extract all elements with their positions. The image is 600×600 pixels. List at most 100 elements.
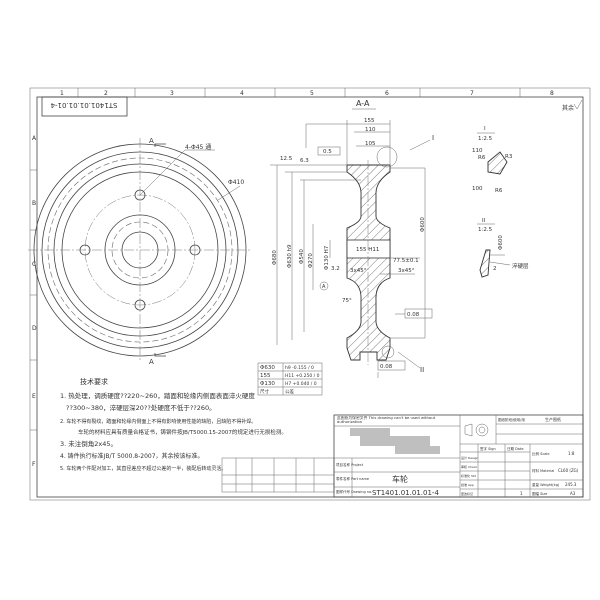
drawing-label: 1 [520,491,523,496]
drawing-label: 245.3 [565,482,577,487]
drawing-label: ??300~380，淬硬层深20??处硬度不低于??260。 [66,403,216,412]
drawing-label: 110 [365,127,376,133]
drawing-label: 155 [364,118,375,124]
drawing-label: 110 [472,148,483,154]
drawing-label: 77.5±0.1 [393,258,419,264]
zone-label: C [32,261,36,268]
drawing-label: Φ130 H7 [324,245,330,270]
front-view: A A 4-Φ45 通 Φ410 [28,137,252,366]
drawing-label: 105 [365,141,376,147]
drawing-label: h9 -0.155 / 0 [285,365,314,371]
drawing-label: Φ410 [228,179,244,186]
drawing-label: 0.5 [323,149,332,155]
drawing-label: 3x45° [350,268,367,274]
drawing-label: 图幅 Size [532,491,547,496]
drawing-label: 比例 Scale [532,451,550,456]
confidential-note-box: 此图纸为保密文件 This drawing can't be used with… [337,415,436,425]
drawing-label: 图纸阶段/使用/用 [498,417,525,422]
drawing-label: 4. 铸件执行标准JB/T 5000.8-2007，其余按该标准。 [60,452,204,460]
drawing-label: 100 [472,186,483,192]
drawing-label: 设计 Design [461,455,478,460]
drawing-label: H11 +0.250 / 0 [285,373,320,379]
revision-grid [221,457,335,493]
drawing-number-stamp: ST1401.01.01.01-4 [41,96,128,117]
drawing-label: 日期 Date [507,446,523,451]
section-view-a-a: A-A 155 110 105 0.5 12.5 6.3 3. [270,99,434,378]
drawing-label: Φ270 [308,253,314,268]
roughness-note: 其余 [562,99,583,112]
drawing-label: ST1401.01.01.01-4 [50,101,117,109]
zone-label: F [32,461,36,468]
drawing-label: 155 H11 [356,247,379,253]
zone-label: 1 [60,90,64,97]
zone-label: 2 [104,90,108,97]
drawing-label: 公差 [285,388,294,395]
drawing-label: 0.08 [380,364,393,370]
zone-label: D [32,325,37,332]
drawing-label: 技术要求 [80,377,108,386]
drawing-label: 6.3 [300,158,309,164]
drawing-label: Φ630 [260,365,275,371]
drawing-label: I [484,126,486,132]
drawing-label: 75° [342,298,352,304]
drawing-label: 1:8 [568,451,575,456]
drawing-label: 批准 App [461,482,474,487]
drawing-label: 零件名称 Part name [336,476,369,481]
projection-symbol-icon [464,423,489,437]
zone-label: 4 [240,90,244,97]
drawing-label: CL60 (ZG) [558,468,579,473]
drawing-label: 1:2.5 [478,227,493,233]
drawing-label: 2 [493,266,497,272]
drawing-label: 1. 热处理，调质硬度??220~260，踏面和轮缘内侧面表面淬火硬度 [60,391,255,400]
drawing-label: ST1401.01.01.01-4 [372,489,439,497]
drawing-label: Φ600 [498,235,504,250]
drawing-label: H7 +0.040 / 0 [285,381,317,387]
drawing-label: 淬硬层 [512,262,529,270]
drawing-label: 生产图纸 [545,416,561,422]
drawing-label: I [432,134,434,142]
drawing-label: 2. 车轮不得有裂纹，踏面和轮缘内侧面上不得有影响使用性能的缺陷，且缺陷不得补焊… [60,418,256,425]
drawing-label: II [420,366,424,374]
drawing-label: 其余 [562,104,574,112]
drawing-label: 重量 Weight(kg) [532,482,560,487]
confidential-note: 此图纸为保密文件 This drawing can't be used with… [337,415,436,425]
tolerance-table: Φ630 h9 -0.155 / 0 155 H11 +0.250 / 0 Φ130… [257,362,323,396]
drawing-label: 5. 车轮两个件配对加工，其直径差应不超过公差的一半，装配后转动灵活。 [60,465,226,472]
drawing-label: 车轮 [392,474,408,484]
drawing-label: A [322,284,326,290]
drawing-label: 4-Φ45 通 [185,143,211,151]
drawing-label: A3 [570,491,576,496]
zone-label: E [32,393,36,400]
zone-label: 8 [550,90,554,97]
drawing-label: A [149,358,154,366]
drawing-label: 12.5 [280,156,293,162]
drawing-label: 审核 Check [461,464,477,469]
drawing-label: 材料 Material [532,468,554,473]
drawing-label: 项目名称 Project [336,462,364,467]
drawing-label: Φ600 [420,217,426,232]
detail-I: I 1:2.5 110 R6 R3 100 R6 [472,126,513,194]
title-block: 此图纸为保密文件 This drawing can't be used with… [333,414,584,498]
drawing-label: Φ680 [272,250,278,265]
drawing-label: 3. 未注倒角2x45。 [60,439,117,448]
drawing-label: 签字 Sign [480,446,496,451]
drawing-label: 更改标记 [461,491,473,496]
drawing-label: 0.08 [407,312,420,318]
drawing-label: R6 [478,155,486,161]
drawing-label: 尺寸 [260,388,269,395]
drawing-label: II [482,218,486,224]
drawing-label: 155 [260,373,271,379]
technical-requirements: 技术要求 1. 热处理，调质硬度??220~260，踏面和轮缘内侧面表面淬火硬度… [60,377,287,472]
drawing-label: 图样代号 Drawing no. [336,489,372,494]
drawing-label: 标准化 Std [461,473,476,478]
drawing-label: Φ630 h9 [287,244,293,268]
zone-label: 3 [170,90,174,97]
drawing-label: Φ130 [260,381,275,387]
drawing-label: Φ540 [299,249,305,264]
zone-label: B [32,200,36,207]
drawing-label: R6 [495,188,503,194]
drawing-label: 车轮的材料应具有质量合格证书，铸钢件按JB/T5000.15-2007的规定进行… [78,428,287,436]
drawing-label: 3x45° [398,268,415,274]
detail-II: II 1:2.5 Φ600 2 淬硬层 [477,218,529,278]
